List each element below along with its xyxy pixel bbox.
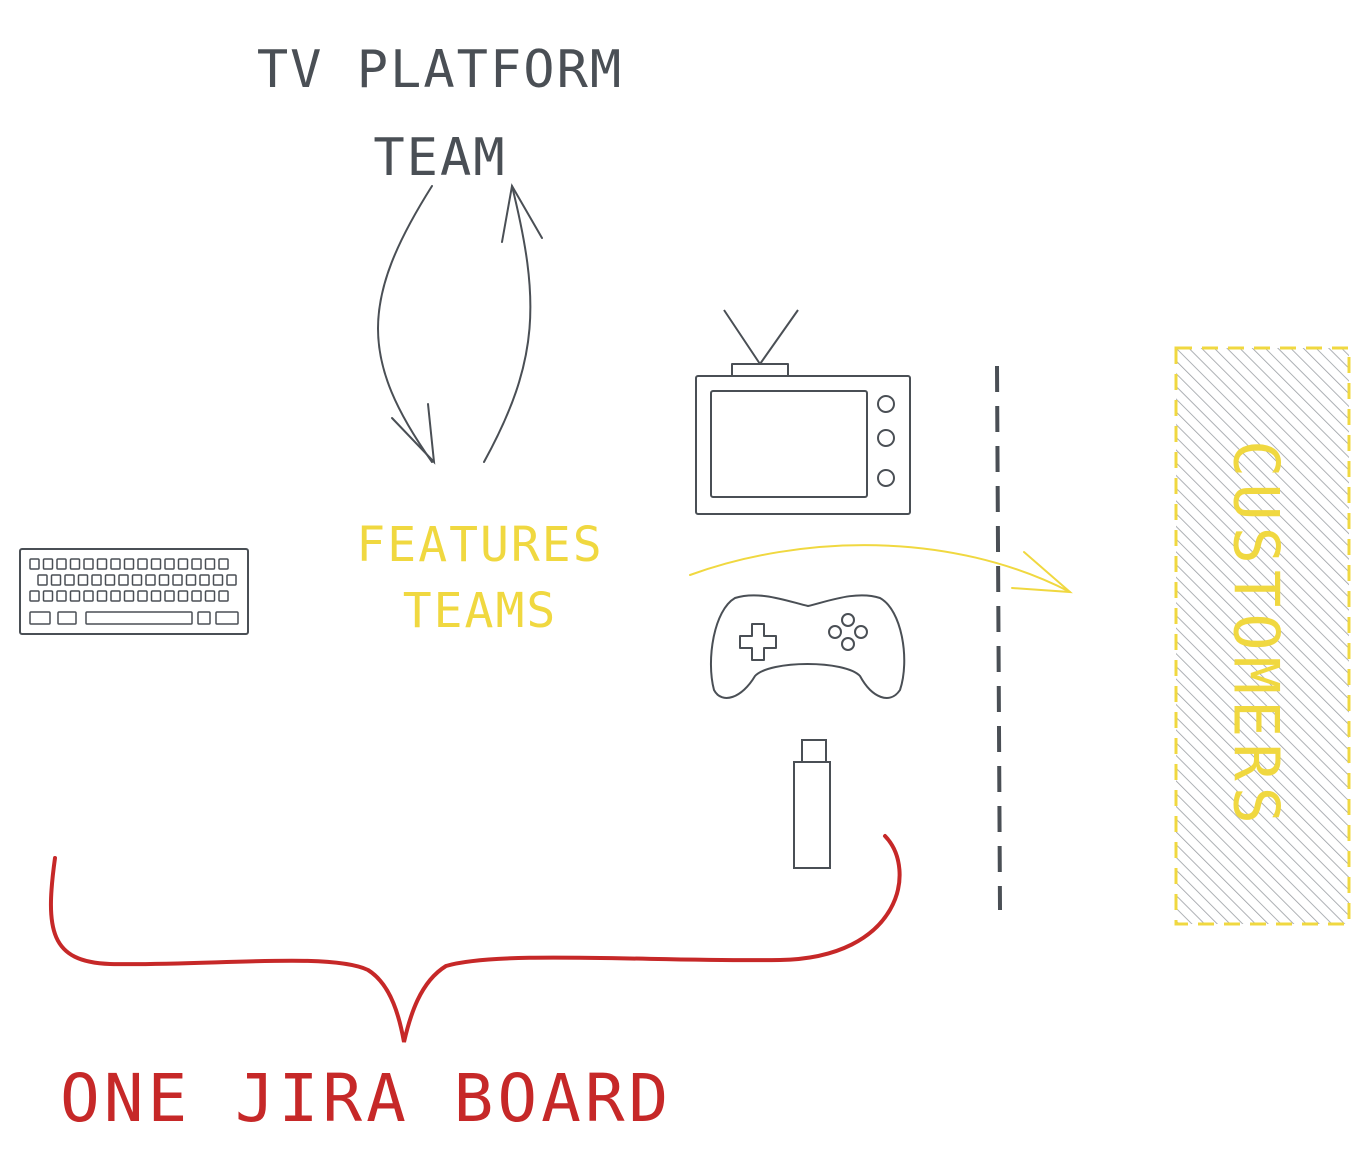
keyboard-key bbox=[91, 574, 102, 586]
keyboard-key bbox=[137, 590, 148, 602]
keyboard-key bbox=[29, 611, 51, 625]
keyboard-key bbox=[56, 590, 67, 602]
customers-box bbox=[1174, 346, 1351, 926]
keyboard-key bbox=[212, 574, 224, 586]
keyboard-key bbox=[104, 574, 116, 586]
keyboard-key bbox=[172, 574, 183, 586]
keyboard-key bbox=[177, 590, 189, 602]
keyboard-key bbox=[218, 590, 229, 602]
platform-team-label: TV PLATFORM TEAM bbox=[200, 26, 680, 202]
keyboard-key bbox=[77, 574, 89, 586]
keyboard-key bbox=[215, 611, 239, 625]
keyboard-key bbox=[164, 558, 175, 570]
platform-team-line1: TV PLATFORM bbox=[256, 40, 624, 100]
keyboard-key bbox=[57, 611, 77, 625]
keyboard-key bbox=[37, 574, 48, 586]
keyboard-key bbox=[123, 558, 135, 570]
keyboard-key bbox=[29, 558, 40, 570]
features-teams-line1: FEATURES bbox=[356, 517, 604, 573]
keyboard-key bbox=[185, 574, 197, 586]
keyboard-key bbox=[204, 558, 216, 570]
keyboard-key bbox=[164, 590, 175, 602]
keyboard-key bbox=[158, 574, 170, 586]
keyboard-key bbox=[177, 558, 189, 570]
features-to-customers-arrow bbox=[689, 544, 1073, 594]
keyboard-key bbox=[197, 611, 211, 625]
keyboard-key bbox=[64, 574, 75, 586]
keyboard-key bbox=[191, 590, 202, 602]
keyboard-key bbox=[83, 558, 94, 570]
keyboard-key bbox=[226, 574, 237, 586]
keyboard-key bbox=[96, 590, 108, 602]
keyboard-key bbox=[123, 590, 135, 602]
keyboard-key bbox=[83, 590, 94, 602]
keyboard-key bbox=[69, 558, 81, 570]
jira-board-label: ONE JIRA BOARD bbox=[60, 1060, 673, 1137]
boundary-dashed-line bbox=[995, 365, 1002, 911]
keyboard-key bbox=[50, 574, 62, 586]
keyboard-icon bbox=[19, 548, 249, 635]
keyboard-key bbox=[96, 558, 108, 570]
keyboard-key bbox=[69, 590, 81, 602]
up-arrow-line bbox=[483, 185, 532, 463]
keyboard-key bbox=[137, 558, 148, 570]
keyboard-key bbox=[218, 558, 229, 570]
keyboard-key bbox=[42, 558, 54, 570]
keyboard-key bbox=[110, 558, 121, 570]
keyboard-key bbox=[145, 574, 156, 586]
platform-team-line2: TEAM bbox=[373, 128, 507, 188]
keyboard-key bbox=[85, 611, 193, 625]
platform-features-arrows bbox=[377, 183, 543, 465]
keyboard-key bbox=[199, 574, 210, 586]
tv-icon bbox=[695, 309, 911, 515]
keyboard-key bbox=[118, 574, 129, 586]
keyboard-key bbox=[191, 558, 202, 570]
customers-label: CUSTOMERS bbox=[1219, 440, 1293, 830]
keyboard-key bbox=[204, 590, 216, 602]
keyboard-key bbox=[150, 590, 162, 602]
keyboard-key bbox=[42, 590, 54, 602]
keyboard-key bbox=[110, 590, 121, 602]
features-teams-label: FEATURES TEAMS bbox=[300, 512, 660, 644]
features-teams-line2: TEAMS bbox=[402, 583, 558, 639]
keyboard-key bbox=[29, 590, 40, 602]
down-arrow-line bbox=[377, 185, 433, 463]
up-arrow-head bbox=[501, 183, 543, 243]
jira-brace bbox=[48, 834, 902, 1043]
keyboard-key bbox=[56, 558, 67, 570]
keyboard-key bbox=[131, 574, 143, 586]
streaming-stick-icon bbox=[793, 739, 831, 869]
keyboard-key bbox=[150, 558, 162, 570]
gamepad-icon bbox=[709, 594, 906, 699]
down-arrow-head bbox=[391, 403, 436, 465]
